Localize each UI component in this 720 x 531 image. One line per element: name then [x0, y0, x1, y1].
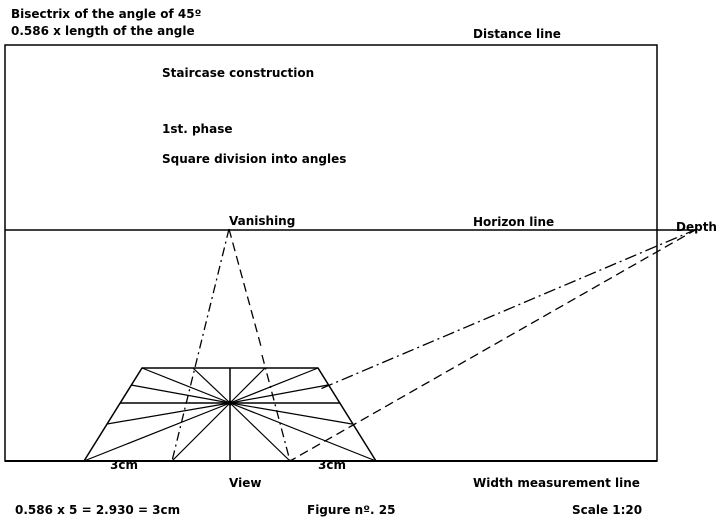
title: Staircase construction: [162, 66, 315, 80]
left-measure-label: 3cm: [110, 458, 138, 472]
header-line-2: 0.586 x length of the angle: [11, 24, 195, 38]
division-rays: [83, 367, 377, 462]
formula: 0.586 x 5 = 2.930 = 3cm: [15, 503, 181, 517]
horizon-line-label: Horizon line: [473, 215, 555, 229]
subtitle: Square division into angles: [162, 152, 347, 166]
depth-label: Depth: [676, 220, 717, 234]
right-measure-label: 3cm: [318, 458, 346, 472]
picture-frame: [4, 44, 658, 462]
distance-line-label: Distance line: [473, 27, 561, 41]
width-line-label: Width measurement line: [473, 476, 640, 490]
phase-label: 1st. phase: [162, 122, 233, 136]
construction-dashed-lines: [171, 228, 698, 462]
view-label: View: [229, 476, 262, 490]
center-point: [227, 400, 233, 406]
header-line-1: Bisectrix of the angle of 45º: [11, 7, 202, 21]
trapezoid: [83, 367, 377, 462]
scale: Scale 1:20: [572, 503, 643, 517]
vanishing-label: Vanishing: [229, 214, 296, 228]
figure-number: Figure nº. 25: [307, 503, 396, 517]
